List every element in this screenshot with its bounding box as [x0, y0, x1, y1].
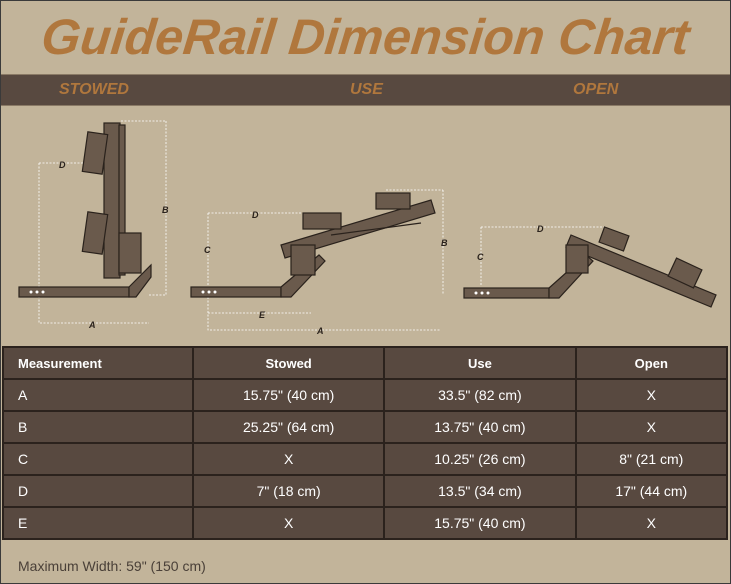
stowed-label-a: A	[88, 320, 96, 330]
cell-use: 15.75" (40 cm)	[383, 506, 577, 540]
cell-open: X	[574, 378, 729, 412]
page-title: GuideRail Dimension Chart	[38, 9, 693, 65]
mode-open: OPEN	[573, 81, 619, 98]
use-label-c: C	[204, 245, 211, 255]
use-label-d: D	[252, 210, 259, 220]
table-header-row: Measurement Stowed Use Open	[2, 346, 729, 380]
max-width-note: Maximum Width: 59" (150 cm)	[18, 557, 206, 574]
mode-stowed: STOWED	[59, 81, 129, 98]
hitch-holes	[29, 290, 490, 295]
cell-stowed: X	[191, 506, 386, 540]
dimension-table: Measurement Stowed Use Open A 15.75" (40…	[2, 346, 729, 540]
dimension-diagram: D B A D C B E A D C	[18, 120, 717, 336]
cell-use: 13.5" (34 cm)	[383, 474, 577, 508]
cell-open: 17" (44 cm)	[574, 474, 729, 508]
cell-use: 33.5" (82 cm)	[383, 378, 577, 412]
use-label-b: B	[441, 238, 448, 248]
cell-measurement: C	[2, 442, 194, 476]
mode-band: STOWED USE OPEN	[1, 74, 730, 106]
cell-open: X	[574, 506, 729, 540]
open-label-c: C	[477, 252, 484, 262]
header-open: Open	[574, 346, 729, 380]
stowed-label-d: D	[59, 160, 66, 170]
cell-open: 8" (21 cm)	[574, 442, 729, 476]
table-row: C X 10.25" (26 cm) 8" (21 cm)	[2, 442, 729, 476]
use-label-e: E	[259, 310, 266, 320]
cell-use: 10.25" (26 cm)	[383, 442, 577, 476]
mode-use: USE	[350, 81, 383, 98]
cell-measurement: B	[2, 410, 194, 444]
table-row: D 7" (18 cm) 13.5" (34 cm) 17" (44 cm)	[2, 474, 729, 508]
cell-stowed: 7" (18 cm)	[191, 474, 386, 508]
cell-measurement: E	[2, 506, 194, 540]
header-stowed: Stowed	[191, 346, 386, 380]
dimension-lines	[38, 120, 606, 331]
cell-use: 13.75" (40 cm)	[383, 410, 577, 444]
stowed-label-b: B	[162, 205, 169, 215]
header-use: Use	[383, 346, 577, 380]
footer-note: Maximum Width: 59" (150 cm)	[2, 549, 728, 582]
table-row: E X 15.75" (40 cm) X	[2, 506, 729, 540]
header-measurement: Measurement	[2, 346, 194, 380]
rack-drawings	[18, 122, 717, 308]
table-row: B 25.25" (64 cm) 13.75" (40 cm) X	[2, 410, 729, 444]
cell-stowed: 15.75" (40 cm)	[191, 378, 386, 412]
cell-measurement: D	[2, 474, 194, 508]
cell-measurement: A	[2, 378, 194, 412]
cell-open: X	[574, 410, 729, 444]
cell-stowed: X	[191, 442, 386, 476]
open-label-d: D	[537, 224, 544, 234]
table-row: A 15.75" (40 cm) 33.5" (82 cm) X	[2, 378, 729, 412]
use-label-a: A	[316, 326, 324, 336]
cell-stowed: 25.25" (64 cm)	[191, 410, 386, 444]
